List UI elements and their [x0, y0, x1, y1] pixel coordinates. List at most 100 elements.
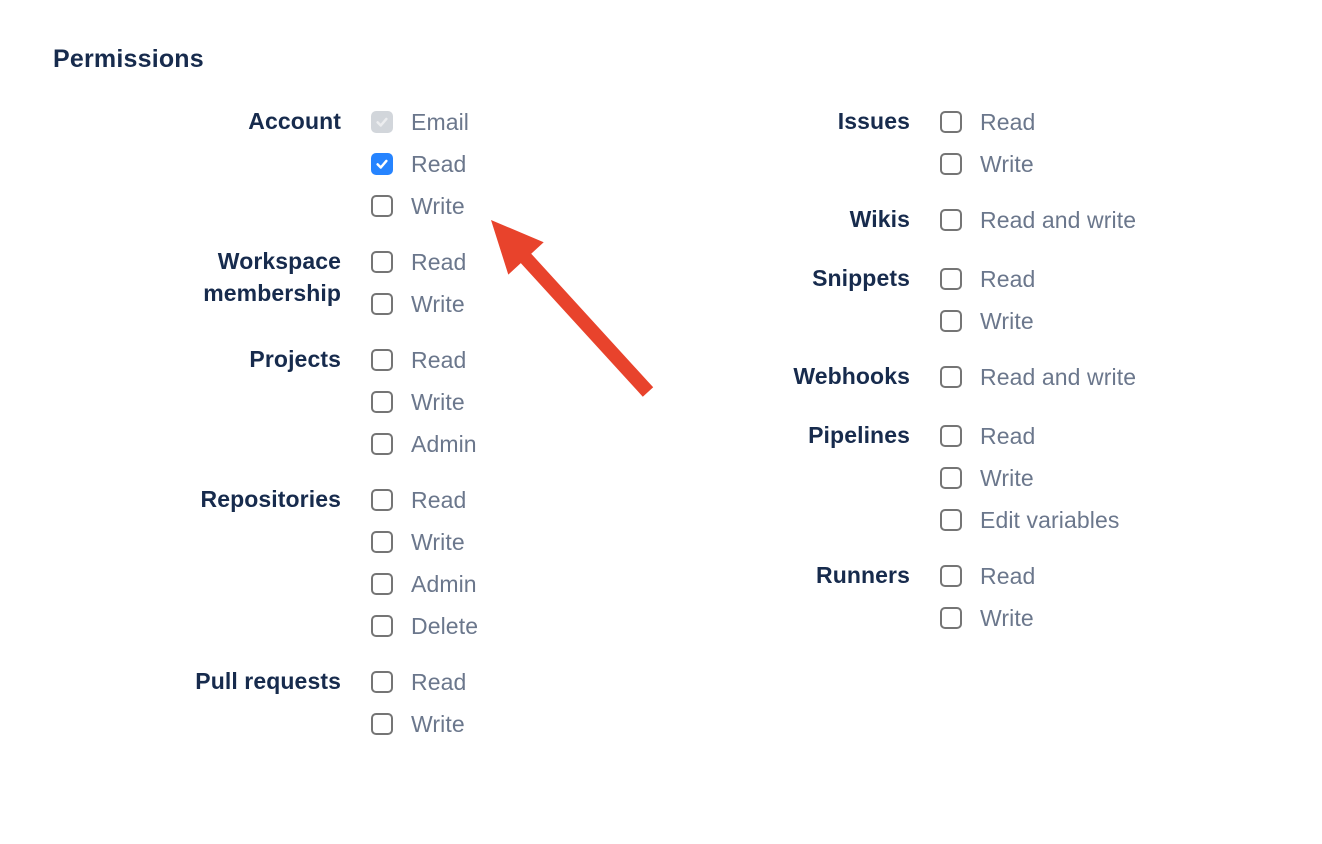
- pipelines-write-checkbox[interactable]: [940, 467, 962, 489]
- options-webhooks: Read and write: [940, 365, 1136, 389]
- group-label-pipelines: Pipelines: [808, 422, 910, 448]
- checkbox-option-runners-write[interactable]: Write: [940, 606, 1035, 630]
- checkbox-option-webhooks-read-and-write[interactable]: Read and write: [940, 365, 1136, 389]
- options-wikis: Read and write: [940, 208, 1136, 232]
- group-label-snippets: Snippets: [812, 265, 910, 291]
- checkbox-label-webhooks-read-and-write: Read and write: [980, 364, 1137, 390]
- snippets-write-checkbox[interactable]: [940, 310, 962, 332]
- snippets-read-checkbox[interactable]: [940, 268, 962, 290]
- checkbox-label-pipelines-edit-variables: Edit variables: [980, 507, 1120, 533]
- pipelines-read-checkbox[interactable]: [940, 425, 962, 447]
- wikis-read-and-write-checkbox[interactable]: [940, 209, 962, 231]
- group-label-account: Account: [248, 108, 341, 134]
- checkbox-option-snippets-read[interactable]: Read: [940, 267, 1035, 291]
- checkbox-label-runners-read: Read: [980, 563, 1036, 589]
- group-label-issues: Issues: [837, 108, 910, 134]
- checkbox-label-repositories-admin: Admin: [411, 571, 477, 597]
- issues-read-checkbox[interactable]: [940, 111, 962, 133]
- pipelines-edit-variables-checkbox[interactable]: [940, 509, 962, 531]
- group-label-repositories: Repositories: [200, 486, 341, 512]
- checkbox-option-pull-requests-read[interactable]: Read: [371, 670, 466, 694]
- projects-admin-checkbox[interactable]: [371, 433, 393, 455]
- checkbox-option-pipelines-edit-variables[interactable]: Edit variables: [940, 508, 1119, 532]
- projects-read-checkbox[interactable]: [371, 349, 393, 371]
- checkbox-option-pipelines-write[interactable]: Write: [940, 466, 1119, 490]
- group-label-pull-requests: Pull requests: [195, 668, 341, 694]
- checkbox-option-repositories-read[interactable]: Read: [371, 488, 478, 512]
- workspace-membership-read-checkbox[interactable]: [371, 251, 393, 273]
- checkbox-option-pipelines-read[interactable]: Read: [940, 424, 1119, 448]
- workspace-membership-write-checkbox[interactable]: [371, 293, 393, 315]
- checkbox-label-snippets-read: Read: [980, 266, 1036, 292]
- checkbox-label-pull-requests-read: Read: [411, 669, 467, 695]
- projects-write-checkbox[interactable]: [371, 391, 393, 413]
- checkbox-option-issues-read[interactable]: Read: [940, 110, 1035, 134]
- account-read-checkbox[interactable]: [371, 153, 393, 175]
- checkbox-label-workspace-membership-read: Read: [411, 249, 467, 275]
- group-label-webhooks: Webhooks: [793, 363, 910, 389]
- checkbox-label-projects-admin: Admin: [411, 431, 477, 457]
- repositories-write-checkbox[interactable]: [371, 531, 393, 553]
- checkbox-label-issues-read: Read: [980, 109, 1036, 135]
- repositories-admin-checkbox[interactable]: [371, 573, 393, 595]
- repositories-delete-checkbox[interactable]: [371, 615, 393, 637]
- checkbox-option-repositories-write[interactable]: Write: [371, 530, 478, 554]
- checkbox-label-pull-requests-write: Write: [411, 711, 465, 737]
- checkbox-label-account-write: Write: [411, 193, 465, 219]
- group-label-workspace-membership: Workspace membership: [203, 248, 341, 306]
- webhooks-read-and-write-checkbox[interactable]: [940, 366, 962, 388]
- checkbox-label-account-read: Read: [411, 151, 467, 177]
- checkbox-option-pull-requests-write[interactable]: Write: [371, 712, 466, 736]
- checkbox-option-repositories-admin[interactable]: Admin: [371, 572, 478, 596]
- issues-write-checkbox[interactable]: [940, 153, 962, 175]
- repositories-read-checkbox[interactable]: [371, 489, 393, 511]
- checkbox-option-workspace-membership-read[interactable]: Read: [371, 250, 466, 274]
- page-title: Permissions: [53, 45, 204, 73]
- checkbox-option-projects-admin[interactable]: Admin: [371, 432, 477, 456]
- checkbox-option-workspace-membership-write[interactable]: Write: [371, 292, 466, 316]
- checkbox-label-workspace-membership-write: Write: [411, 291, 465, 317]
- checkbox-option-account-email: Email: [371, 110, 469, 134]
- checkbox-option-runners-read[interactable]: Read: [940, 564, 1035, 588]
- checkbox-label-pipelines-write: Write: [980, 465, 1034, 491]
- group-label-projects: Projects: [249, 346, 341, 372]
- checkbox-option-snippets-write[interactable]: Write: [940, 309, 1035, 333]
- account-write-checkbox[interactable]: [371, 195, 393, 217]
- checkbox-option-account-write[interactable]: Write: [371, 194, 469, 218]
- checkbox-label-issues-write: Write: [980, 151, 1034, 177]
- checkbox-label-account-email: Email: [411, 109, 470, 135]
- checkbox-option-issues-write[interactable]: Write: [940, 152, 1035, 176]
- checkbox-label-pipelines-read: Read: [980, 423, 1036, 449]
- check-icon: [376, 117, 388, 127]
- pull-requests-read-checkbox[interactable]: [371, 671, 393, 693]
- group-label-runners: Runners: [816, 562, 910, 588]
- permission-group-webhooks: Webhooks Read and write: [660, 363, 1322, 392]
- checkbox-option-account-read[interactable]: Read: [371, 152, 469, 176]
- checkbox-label-projects-write: Write: [411, 389, 465, 415]
- pull-requests-write-checkbox[interactable]: [371, 713, 393, 735]
- checkbox-option-wikis-read-and-write[interactable]: Read and write: [940, 208, 1136, 232]
- checkbox-option-projects-read[interactable]: Read: [371, 348, 477, 372]
- checkbox-option-repositories-delete[interactable]: Delete: [371, 614, 478, 638]
- checkbox-option-projects-write[interactable]: Write: [371, 390, 477, 414]
- runners-write-checkbox[interactable]: [940, 607, 962, 629]
- runners-read-checkbox[interactable]: [940, 565, 962, 587]
- checkbox-label-runners-write: Write: [980, 605, 1034, 631]
- checkbox-label-projects-read: Read: [411, 347, 467, 373]
- checkbox-label-repositories-write: Write: [411, 529, 465, 555]
